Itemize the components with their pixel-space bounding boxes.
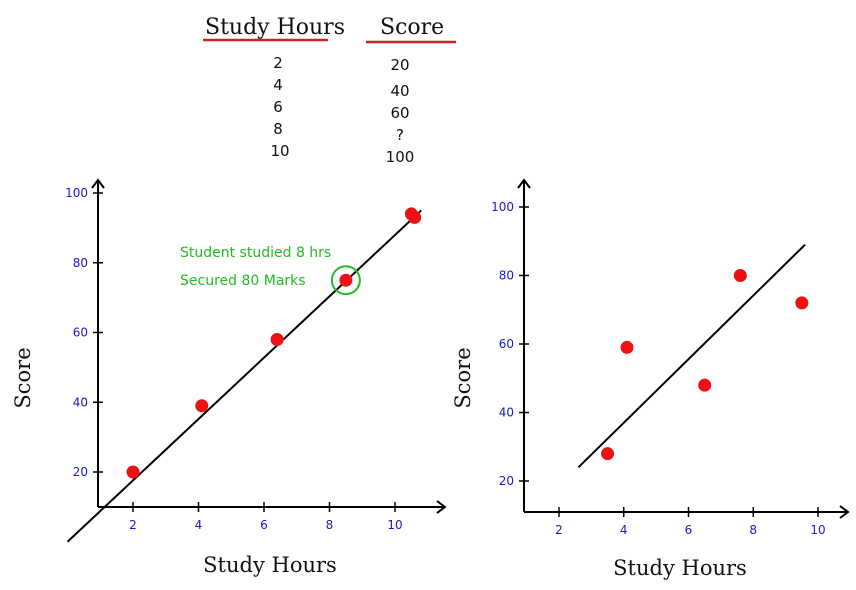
table-cell-hours: 8 xyxy=(273,120,283,138)
y-axis-arrow xyxy=(517,178,531,189)
y-tick-label: 20 xyxy=(499,474,514,488)
data-point xyxy=(601,447,615,461)
y-tick-label: 100 xyxy=(65,186,88,200)
x-tick-label: 4 xyxy=(620,523,628,537)
table-cell-score: 100 xyxy=(386,148,415,166)
x-tick-label: 8 xyxy=(749,523,757,537)
data-point xyxy=(339,273,353,287)
data-point xyxy=(270,332,284,346)
x-tick-label: 10 xyxy=(810,523,825,537)
x-tick-label: 6 xyxy=(685,523,693,537)
table-header-hours: Study Hours xyxy=(205,15,345,40)
x-tick-label: 6 xyxy=(260,518,268,532)
table-cell-score: ? xyxy=(396,126,404,144)
y-axis-arrow xyxy=(91,178,105,189)
y-tick-label: 40 xyxy=(73,395,88,409)
y-tick-label: 60 xyxy=(73,326,88,340)
x-tick-label: 2 xyxy=(129,518,137,532)
data-point xyxy=(126,465,140,479)
x-axis-label: Study Hours xyxy=(203,553,337,577)
y-tick-label: 40 xyxy=(499,406,514,420)
x-axis-arrow xyxy=(839,505,850,519)
x-axis-arrow xyxy=(436,500,447,514)
table-cell-score: 60 xyxy=(390,104,409,122)
y-axis-label: Score xyxy=(11,347,35,408)
x-tick-label: 10 xyxy=(387,518,402,532)
data-point xyxy=(404,207,418,221)
y-tick-label: 20 xyxy=(73,465,88,479)
x-axis-label: Study Hours xyxy=(613,556,747,580)
data-point xyxy=(620,340,634,354)
table-cell-score: 40 xyxy=(390,82,409,100)
table-cell-hours: 2 xyxy=(273,54,283,72)
data-point xyxy=(733,269,747,282)
data-point xyxy=(698,378,712,392)
annotation-circle xyxy=(330,265,361,296)
y-tick-label: 80 xyxy=(73,256,88,270)
annotation-text: Secured 80 Marks xyxy=(180,273,306,289)
data-table: Study Hours Score 2 20 4 40 6 60 8 ? 10 … xyxy=(203,15,456,166)
annotation-text: Student studied 8 hrs xyxy=(180,245,331,261)
table-cell-score: 20 xyxy=(390,56,409,74)
x-tick-label: 8 xyxy=(326,518,334,532)
y-tick-label: 80 xyxy=(499,269,514,283)
x-tick-label: 2 xyxy=(555,523,563,537)
y-tick-label: 60 xyxy=(499,337,514,351)
table-cell-hours: 6 xyxy=(273,98,283,116)
y-axis-label: Score xyxy=(451,347,475,408)
y-tick-label: 100 xyxy=(491,200,514,214)
data-point xyxy=(195,399,209,413)
trend-line xyxy=(577,243,806,469)
trend-line xyxy=(66,209,422,543)
table-header-score: Score xyxy=(380,15,444,40)
table-cell-hours: 10 xyxy=(270,142,289,160)
data-point xyxy=(795,296,809,310)
x-tick-label: 4 xyxy=(195,518,203,532)
table-cell-hours: 4 xyxy=(273,76,283,94)
